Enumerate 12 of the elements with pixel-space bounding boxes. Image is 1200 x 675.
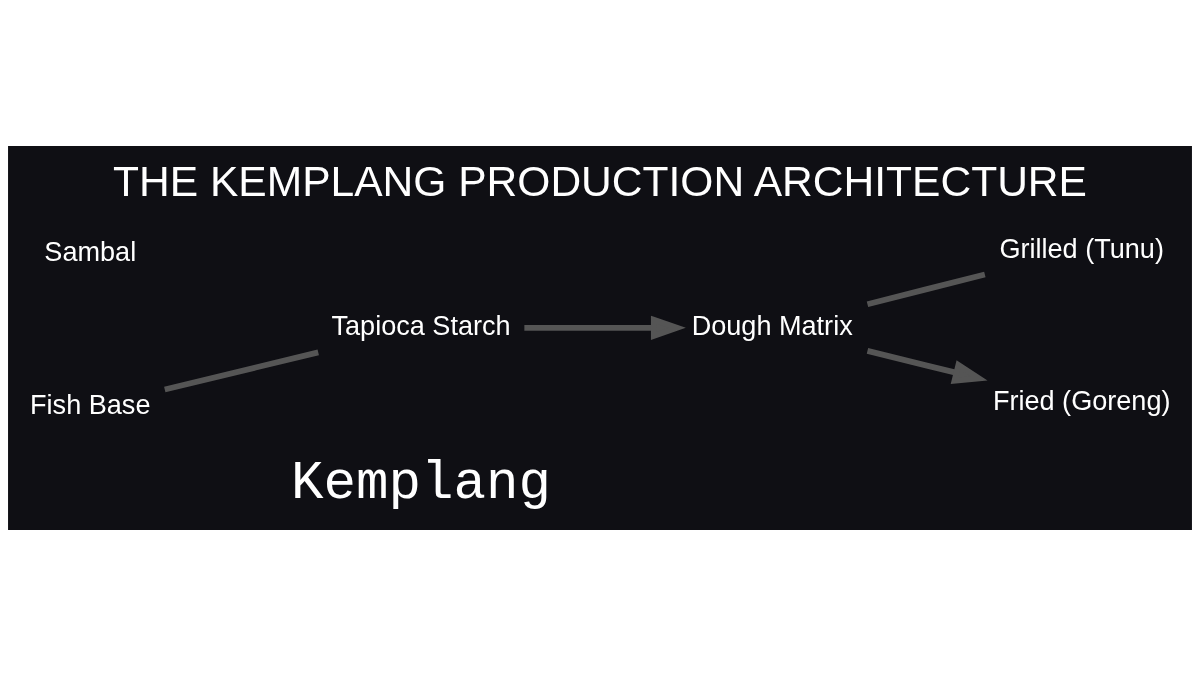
- label: Kemplang: [291, 452, 552, 514]
- node-text: Grilled (Tunu): [999, 232, 1164, 264]
- diagram-title: THE KEMPLANG PRODUCTION ARCHITECTURE: [113, 156, 1087, 205]
- node-text: Dough Matrix: [691, 309, 853, 341]
- node-text: Fish Base: [30, 388, 151, 420]
- node-text: Sambal: [44, 235, 137, 267]
- arrow: [866, 347, 988, 384]
- connector: [164, 349, 319, 392]
- node-text: Fried (Goreng): [992, 384, 1171, 416]
- arrow: [524, 315, 686, 340]
- node-text: Tapioca Starch: [331, 309, 511, 341]
- connector: [866, 271, 986, 307]
